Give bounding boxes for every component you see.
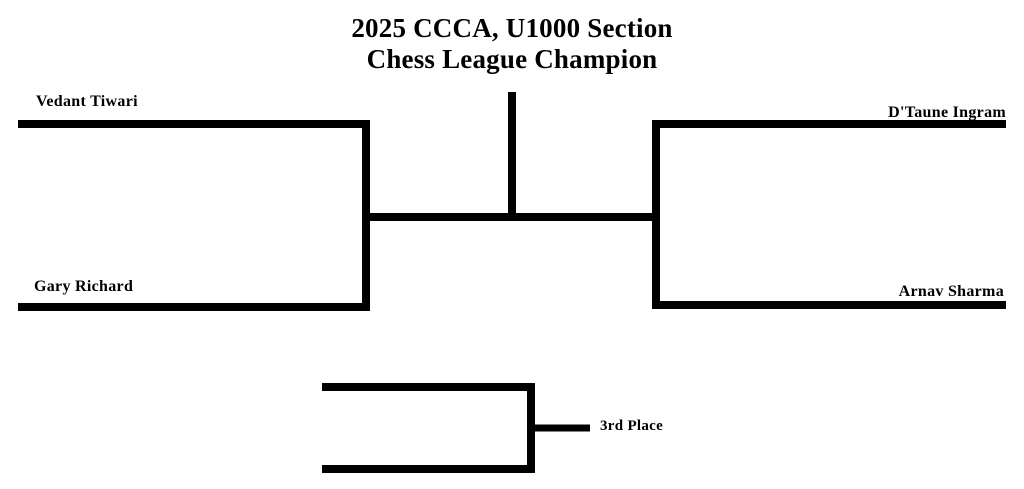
bracket-slot-label-vedant-tiwari: Vedant Tiwari <box>36 93 138 110</box>
bracket-slot-label-arnav-sharma: Arnav Sharma <box>898 283 1004 300</box>
title-line-2: Chess League Champion <box>366 44 658 75</box>
bracket-slot-label-gary-richard: Gary Richard <box>34 278 134 295</box>
page-title: 2025 CCCA, U1000 Section Chess League Ch… <box>0 13 1024 76</box>
third-place-label: 3rd Place <box>600 418 664 434</box>
bracket-slot-label-dtaune-ingram: D'Taune Ingram <box>888 104 1006 121</box>
title-line-1: 2025 CCCA, U1000 Section <box>351 13 673 43</box>
